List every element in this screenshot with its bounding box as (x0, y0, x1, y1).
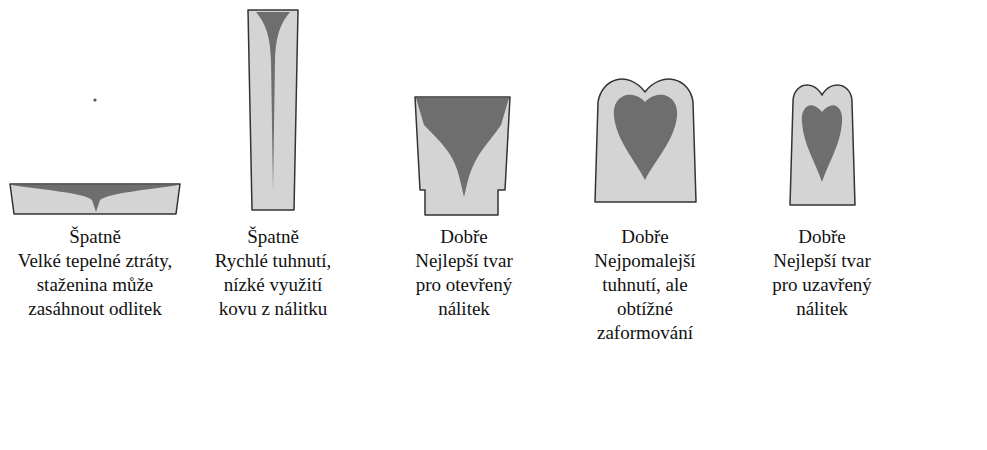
shrinkage-cavity (416, 98, 509, 197)
verdict-label: Dobře (409, 225, 519, 249)
description-label: Nejlepší tvar pro otevřený nálitek (409, 249, 519, 321)
shrinkage-cavity (614, 95, 677, 180)
description-label: Rychlé tuhnutí, nízké využití kovu z nál… (206, 249, 341, 321)
tall-riser (248, 10, 298, 210)
spherical-riser (595, 79, 696, 202)
verdict-label: Špatně (206, 225, 341, 249)
verdict-label: Špatně (13, 225, 178, 249)
shrinkage-cavity (256, 12, 290, 192)
description-label: Nejlepší tvar pro uzavřený nálitek (770, 249, 875, 321)
description-label: Nejpomalejší tuhnutí, ale obtížné zaform… (583, 249, 708, 345)
verdict-label: Dobře (770, 225, 875, 249)
closed-riser (790, 85, 855, 205)
dot (93, 98, 96, 101)
shrinkage-cavity (12, 185, 178, 212)
open-riser (415, 97, 510, 215)
shrinkage-cavity (802, 105, 842, 182)
description-label: Velké tepelné ztráty, staženina může zas… (13, 249, 178, 321)
verdict-label: Dobře (583, 225, 708, 249)
flat-riser (10, 184, 180, 214)
